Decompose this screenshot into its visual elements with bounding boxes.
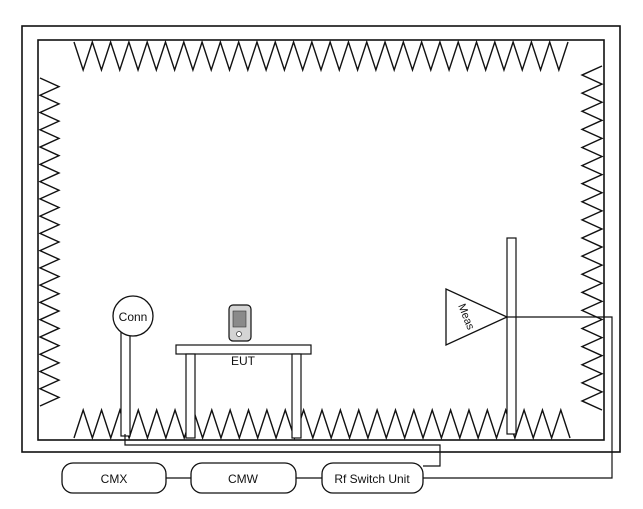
eut-device-icon <box>228 304 252 342</box>
chamber-inner-wall <box>37 39 605 441</box>
absorber-floor <box>73 407 571 441</box>
absorber-left <box>38 77 61 407</box>
table-leg-right <box>291 353 302 439</box>
conn-antenna-head <box>112 295 154 337</box>
conn-label: Conn <box>119 310 148 324</box>
table-leg-left <box>185 353 196 439</box>
cmx-label: CMX <box>101 472 128 486</box>
cables <box>124 316 613 479</box>
eut-table <box>175 344 312 439</box>
rf-switch-unit-box: Rf Switch Unit <box>321 462 424 494</box>
absorber-right <box>580 65 604 411</box>
absorber-top <box>73 39 569 73</box>
conn-antenna: Conn <box>112 295 154 437</box>
chamber-outer-wall <box>21 25 621 453</box>
cmw-label: CMW <box>228 472 259 486</box>
eut-label: EUT <box>231 354 256 368</box>
conn-cable <box>124 434 441 467</box>
cmx-box: CMX <box>61 462 167 494</box>
rf-switch-label: Rf Switch Unit <box>334 472 410 486</box>
meas-horn-icon <box>445 287 509 347</box>
meas-cable <box>423 316 613 479</box>
conn-mast <box>120 331 131 437</box>
meas-antenna: Meas <box>445 237 517 435</box>
cmw-box: CMW <box>190 462 297 494</box>
table-top <box>175 344 312 355</box>
meas-mast <box>506 237 517 435</box>
